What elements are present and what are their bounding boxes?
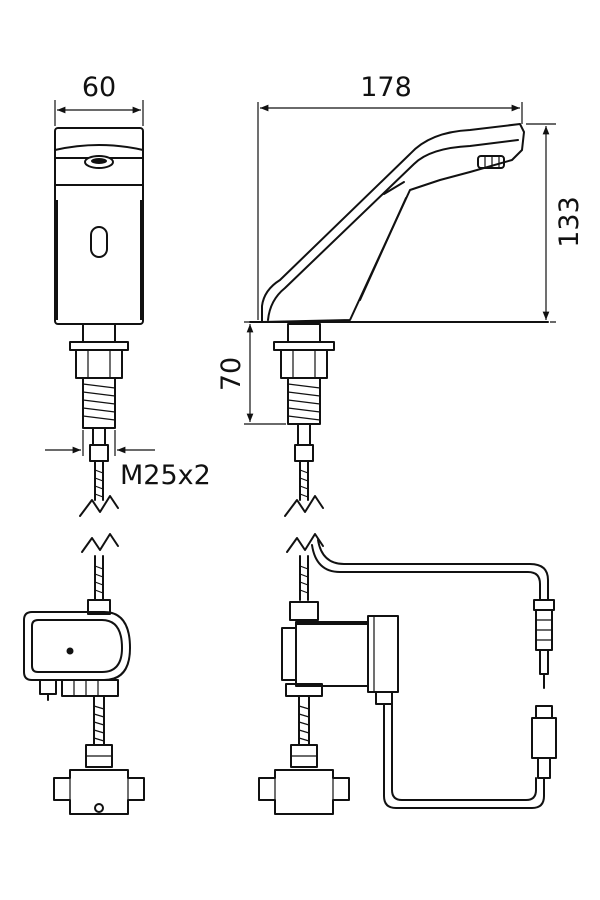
control-box-side	[258, 533, 399, 815]
cable-connector-bottom	[531, 705, 557, 779]
front-view-shank	[69, 323, 129, 517]
front-view-faucet	[54, 127, 144, 325]
dimension-height-label: 133	[554, 196, 585, 248]
sensor-cable	[311, 539, 549, 601]
power-cable	[383, 703, 545, 809]
dimension-shank: 70	[216, 321, 286, 425]
side-view-shank	[273, 323, 335, 517]
side-view-faucet	[249, 123, 549, 323]
dimension-thread-label: M25x2	[120, 460, 211, 491]
dimension-width: 60	[54, 72, 144, 126]
cable-connector-top	[533, 599, 555, 689]
dimension-shank-label: 70	[216, 357, 247, 391]
dimension-length: 178	[257, 72, 523, 320]
dimension-width-label: 60	[82, 72, 116, 103]
control-box-front	[23, 533, 145, 815]
dimension-thread: M25x2	[45, 430, 211, 491]
dimension-length-label: 178	[360, 72, 412, 103]
dimension-height: 133	[526, 123, 585, 323]
